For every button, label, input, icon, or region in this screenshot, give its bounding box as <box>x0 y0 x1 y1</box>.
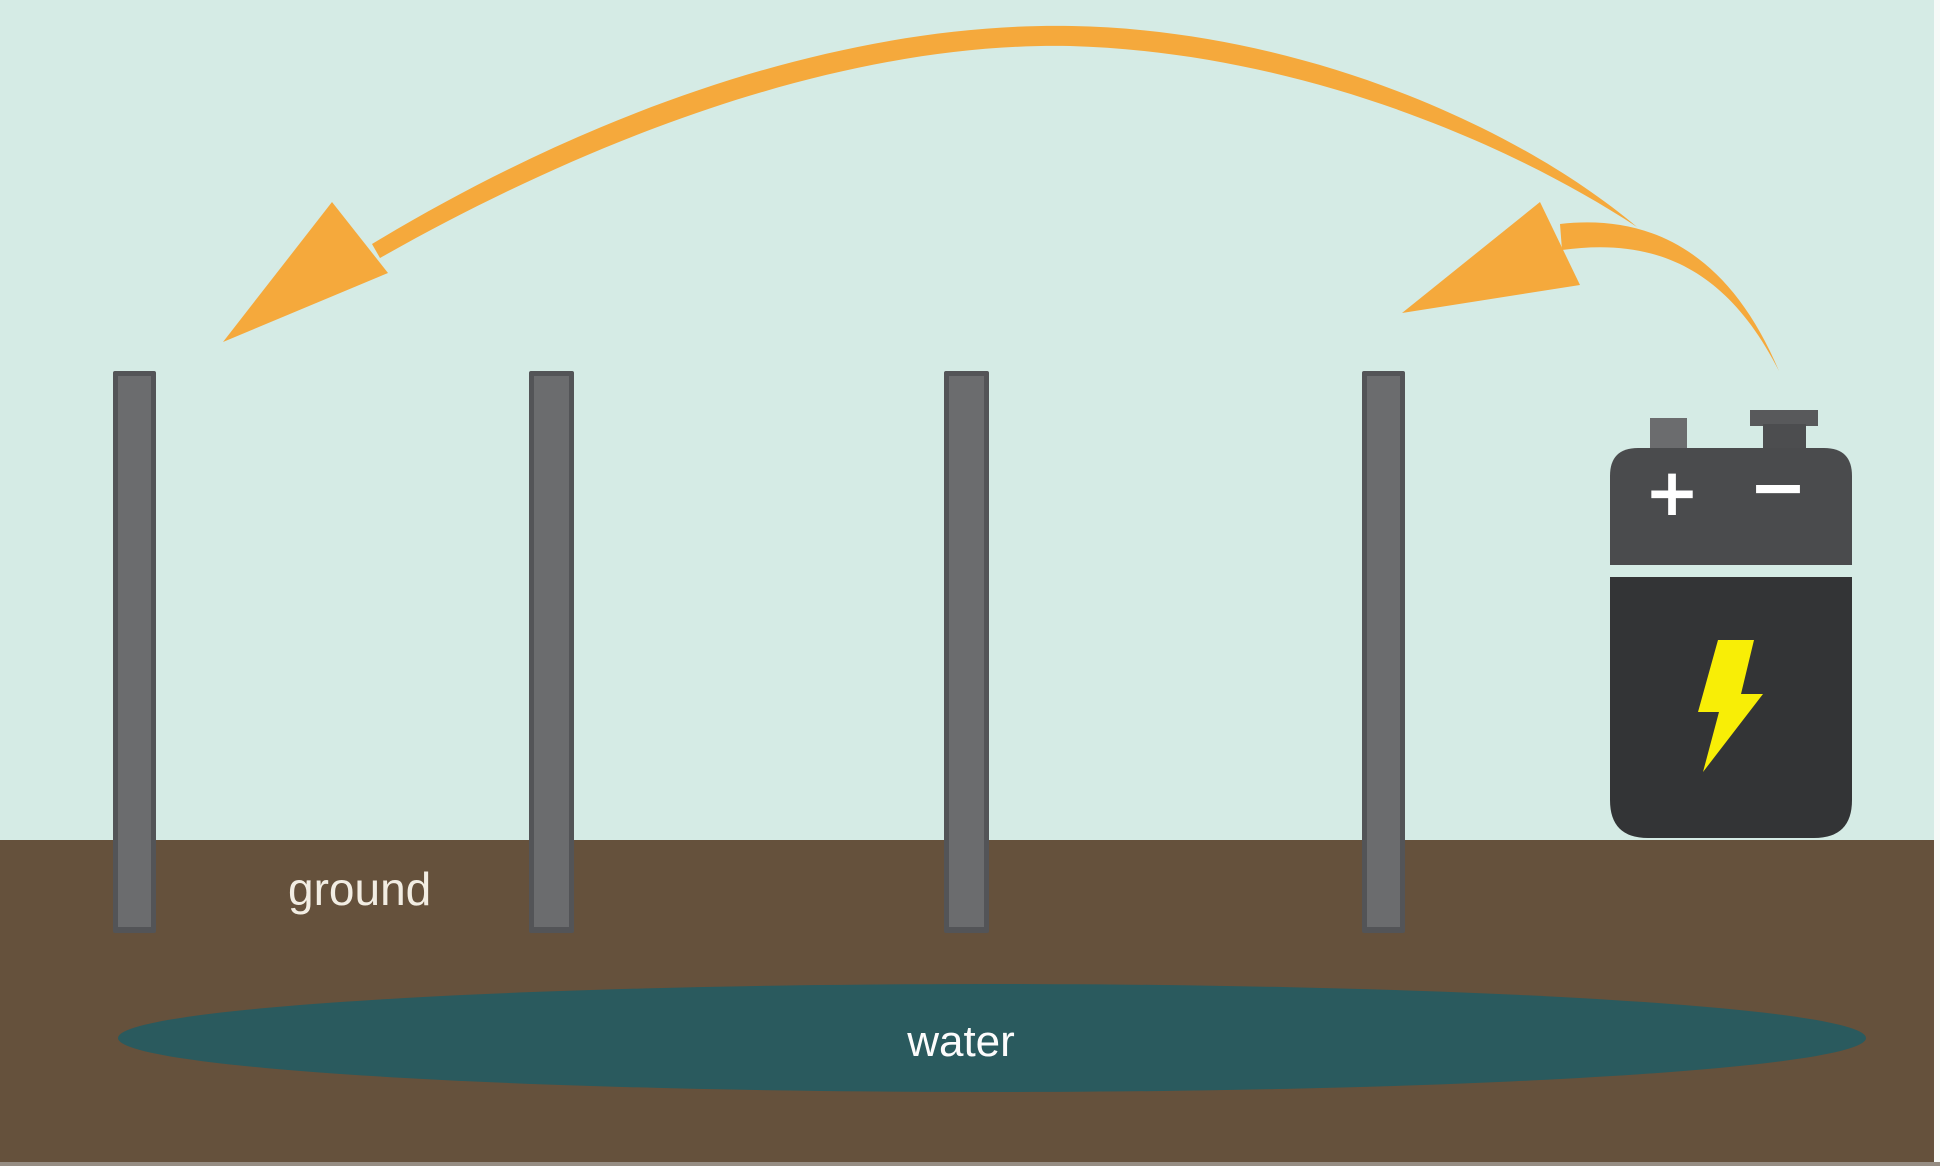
lightning-bolt-icon <box>1698 640 1763 772</box>
rod-highlight <box>1367 376 1400 927</box>
current-arrowhead-right <box>1402 202 1580 313</box>
electrode-rod-2 <box>529 371 574 933</box>
electrode-rod-1 <box>113 371 156 933</box>
current-arc-long <box>372 25 1637 258</box>
rod-highlight <box>949 376 984 927</box>
rod-highlight <box>534 376 569 927</box>
ground-label: ground <box>288 863 431 915</box>
battery-terminal-negative-post <box>1763 424 1806 450</box>
bottom-edge-strip <box>0 1162 1940 1166</box>
battery-terminal-positive <box>1650 418 1687 450</box>
current-arrowhead-left <box>223 202 388 342</box>
electrode-rod-4 <box>1362 371 1405 933</box>
right-edge-strip <box>1934 0 1940 1166</box>
battery: + − <box>1610 410 1852 838</box>
water-pool <box>118 984 1866 1092</box>
battery-top-section <box>1610 448 1852 565</box>
battery-plus-symbol: + <box>1644 454 1699 531</box>
battery-minus-symbol: − <box>1749 446 1808 528</box>
rod-highlight <box>118 376 151 927</box>
current-arc-short <box>1560 222 1779 371</box>
electrode-rod-3 <box>944 371 989 933</box>
current-arrow-short <box>1402 202 1779 371</box>
battery-terminal-negative-cap <box>1750 410 1818 426</box>
water-label: water <box>906 1017 1015 1066</box>
current-arrow-long <box>223 25 1637 342</box>
